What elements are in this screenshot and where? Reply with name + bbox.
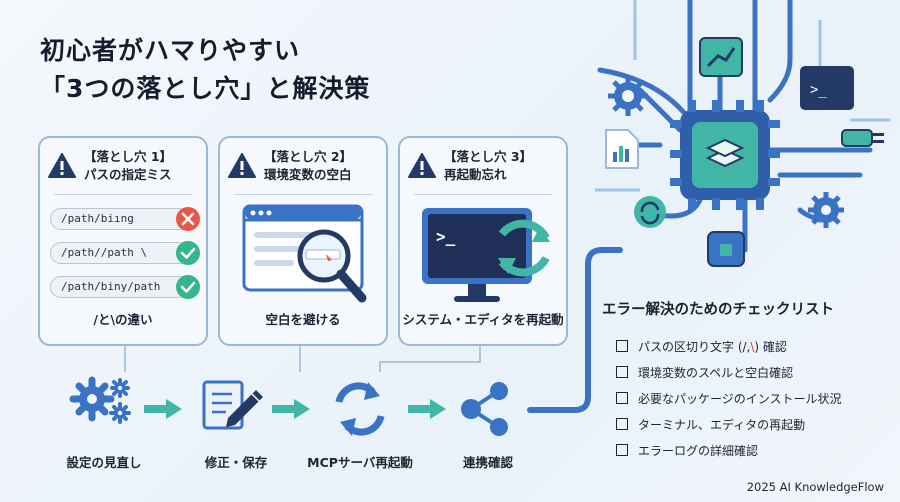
checklist-slash: / bbox=[742, 339, 747, 354]
check-ok-icon bbox=[176, 241, 200, 265]
flow-arrow-icon bbox=[408, 399, 446, 419]
checklist-text: , bbox=[746, 339, 751, 354]
pitfall-card-title: 【落とし穴 1】 パスの指定ミス bbox=[84, 148, 172, 184]
sync-icon bbox=[634, 196, 666, 228]
checklist-item[interactable]: エラーログの詳細確認 bbox=[616, 437, 842, 463]
process-flow bbox=[69, 376, 508, 436]
checklist-item-label: エラーログの詳細確認 bbox=[638, 443, 759, 458]
monitor-restart-illustration: >_ bbox=[422, 208, 550, 302]
page-title-line1: 初心者がハマりやすい bbox=[40, 36, 301, 65]
process-step-label: MCPサーバ再起動 bbox=[307, 455, 413, 470]
process-step-label: 連携確認 bbox=[462, 455, 514, 470]
pitfall-card-2: 【落とし穴 2】 環境変数の空白 空白を避ける bbox=[218, 136, 388, 346]
gears-icon bbox=[69, 376, 131, 424]
process-to-hub-connector bbox=[527, 247, 623, 413]
power-connector-icon bbox=[707, 231, 745, 267]
checklist-item-label: パスの区切り文字 (/,\) 確認 bbox=[638, 338, 787, 355]
warning-icon bbox=[228, 153, 256, 178]
document-edit-icon bbox=[202, 380, 263, 430]
flow-arrow-icon bbox=[144, 399, 182, 419]
checkbox-icon[interactable] bbox=[616, 418, 628, 430]
checklist-item-label: 必要なパッケージのインストール状況 bbox=[638, 391, 842, 406]
path-example-text: /path/biny/path bbox=[50, 276, 190, 298]
checklist-item[interactable]: 環境変数のスペルと空白確認 bbox=[616, 359, 842, 385]
warning-icon bbox=[408, 153, 436, 178]
process-step-label: 設定の見直し bbox=[66, 455, 142, 470]
error-checklist: エラー解決のためのチェックリスト パスの区切り文字 (/,\) 確認 環境変数の… bbox=[602, 298, 842, 463]
pitfall-card-header: 【落とし穴 1】 パスの指定ミス bbox=[48, 148, 198, 184]
report-document-icon bbox=[605, 129, 639, 169]
checklist-item[interactable]: 必要なパッケージのインストール状況 bbox=[616, 385, 842, 411]
pitfall-title-line1: 【落とし穴 3】 bbox=[444, 149, 533, 164]
check-ok-icon bbox=[176, 275, 200, 299]
hub-chip-icon bbox=[670, 100, 780, 210]
pitfall-card-caption: システム・エディタを再起動 bbox=[402, 312, 564, 327]
checklist-item[interactable]: パスの区切り文字 (/,\) 確認 bbox=[616, 333, 842, 359]
checklist-backslash: \ bbox=[750, 339, 755, 354]
pitfall-card-header: 【落とし穴 3】 再起動忘れ bbox=[408, 148, 558, 184]
card-divider bbox=[234, 194, 372, 195]
checklist-text: パスの区切り文字 ( bbox=[638, 339, 743, 354]
pitfall-card-title: 【落とし穴 2】 環境変数の空白 bbox=[264, 148, 352, 184]
process-step-label: 修正・保存 bbox=[204, 455, 268, 470]
pitfall-card-3: 【落とし穴 3】 再起動忘れ >_ システム・エディタを再起動 bbox=[398, 136, 568, 346]
path-example-row: /path//path \ bbox=[50, 238, 200, 268]
page-title-line2: 「3つの落とし穴」と解決策 bbox=[40, 74, 371, 103]
pitfall-card-header: 【落とし穴 2】 環境変数の空白 bbox=[228, 148, 378, 184]
path-example-text: /path//path \ bbox=[50, 242, 190, 264]
checkbox-icon[interactable] bbox=[616, 444, 628, 456]
plug-icon bbox=[841, 129, 884, 147]
pitfall-title-line1: 【落とし穴 2】 bbox=[264, 149, 353, 164]
card-divider bbox=[414, 194, 552, 195]
footer-credit: 2025 AI KnowledgeFlow bbox=[746, 480, 884, 494]
pitfall-card-caption: /と\の違い bbox=[93, 312, 153, 327]
gear-icon bbox=[808, 192, 844, 228]
refresh-icon bbox=[335, 382, 385, 436]
pitfall-title-line1: 【落とし穴 1】 bbox=[84, 149, 173, 164]
checklist-item-label: ターミナル、エディタの再起動 bbox=[638, 417, 806, 432]
graph-module-icon bbox=[699, 37, 743, 77]
pitfall-card-1: 【落とし穴 1】 パスの指定ミス /path/biıng /path//path… bbox=[38, 136, 208, 346]
card-divider bbox=[54, 194, 192, 195]
checklist-title: エラー解決のためのチェックリスト bbox=[602, 302, 834, 318]
pitfall-title-line2: パスの指定ミス bbox=[84, 167, 172, 182]
flow-arrow-icon bbox=[272, 399, 310, 419]
checkbox-icon[interactable] bbox=[616, 366, 628, 378]
gear-icon bbox=[608, 76, 648, 116]
path-example-text: /path/biıng bbox=[50, 208, 190, 230]
pitfall-card-caption: 空白を避ける bbox=[265, 312, 341, 327]
path-example-row: /path/biny/path bbox=[50, 272, 200, 302]
terminal-module-icon: >_ bbox=[800, 66, 854, 110]
page-title: 初心者がハマりやすい 「3つの落とし穴」と解決策 bbox=[40, 32, 370, 108]
checklist-item[interactable]: ターミナル、エディタの再起動 bbox=[616, 411, 842, 437]
pitfall-title-line2: 再起動忘れ bbox=[444, 167, 507, 182]
pitfall-title-line2: 環境変数の空白 bbox=[264, 167, 352, 182]
pitfall-card-title: 【落とし穴 3】 再起動忘れ bbox=[444, 148, 532, 184]
warning-icon bbox=[48, 153, 76, 178]
checkbox-icon[interactable] bbox=[616, 392, 628, 404]
terminal-prompt-text: >_ bbox=[436, 227, 456, 246]
checklist-text: ) 確認 bbox=[754, 339, 787, 354]
hub-terminal-prompt: >_ bbox=[810, 82, 827, 98]
checkbox-icon[interactable] bbox=[616, 340, 628, 352]
error-x-icon bbox=[176, 207, 200, 231]
path-example-row: /path/biıng bbox=[50, 204, 200, 234]
browser-magnifier-illustration bbox=[242, 204, 367, 303]
checklist-item-label: 環境変数のスペルと空白確認 bbox=[638, 365, 794, 380]
share-network-icon bbox=[461, 382, 508, 436]
